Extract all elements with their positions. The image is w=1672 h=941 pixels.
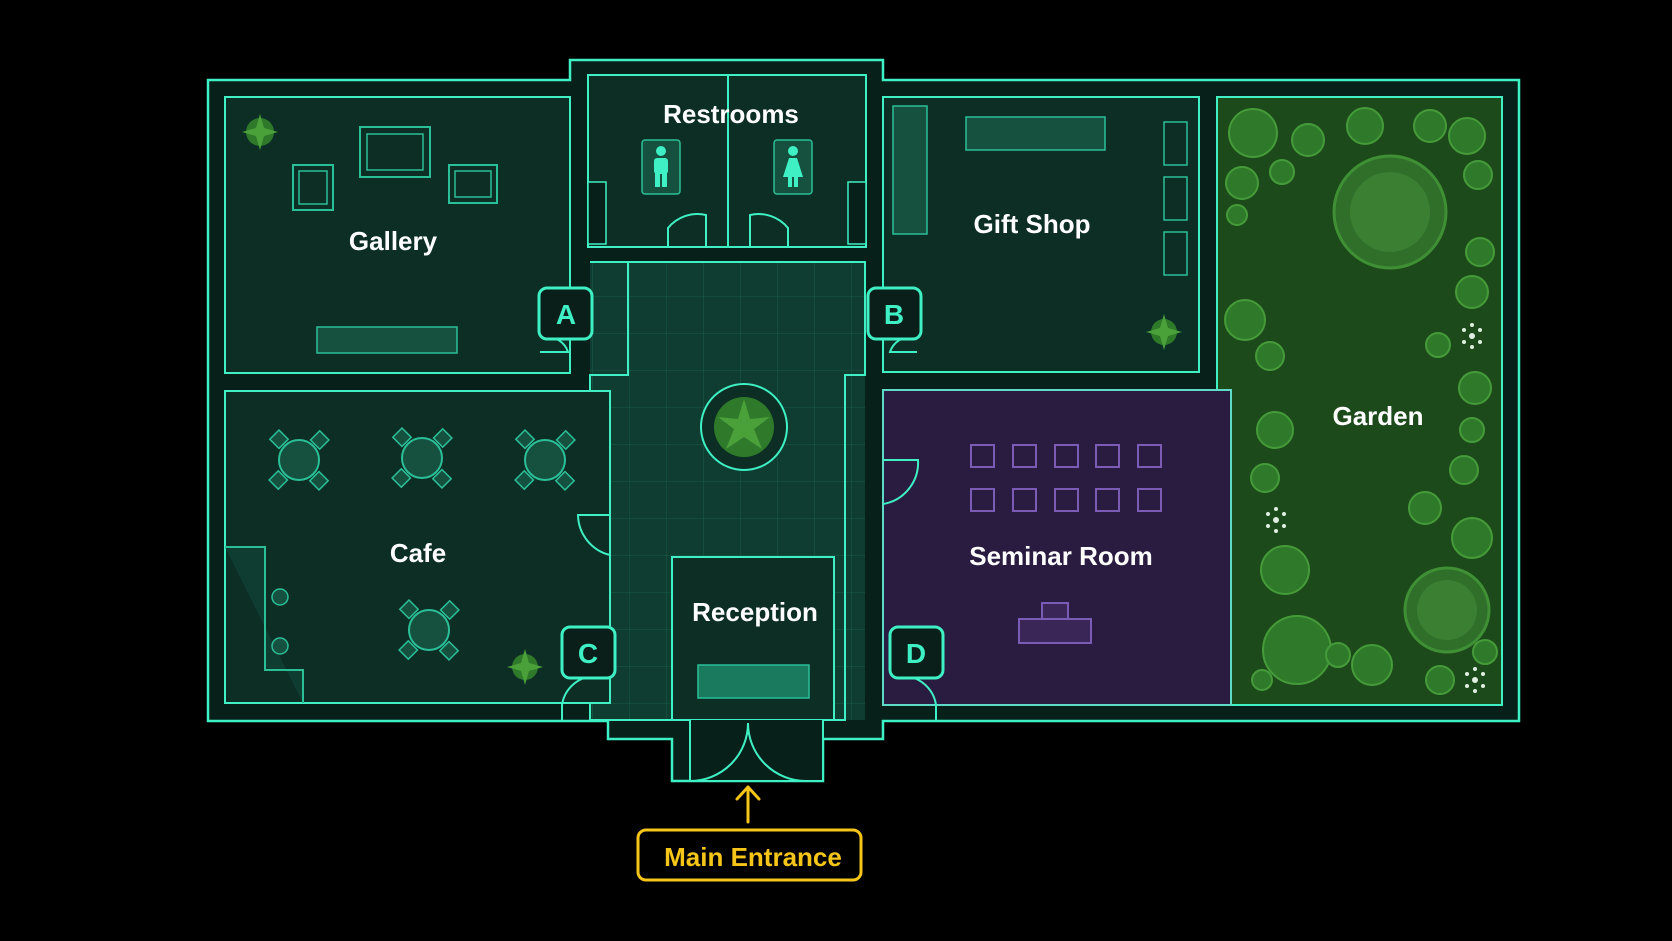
room-label-gift-shop: Gift Shop [974,209,1091,239]
door-marker-c[interactable]: C [560,625,617,680]
display-case [292,164,334,211]
stool [271,637,289,655]
shelf [892,105,928,235]
counter [965,116,1106,151]
tree-icon [1332,154,1448,270]
door-marker-b[interactable]: B [866,286,923,341]
door-marker-a[interactable]: A [537,286,594,341]
room-gallery[interactable]: Gallery [224,96,571,374]
cafe-table [268,429,330,491]
tree-icon [1403,566,1491,654]
podium [1018,602,1092,644]
cafe-table [391,427,453,489]
flower-icon [1266,323,1485,693]
plant-icon [1146,314,1182,350]
shrubs [1224,107,1498,695]
plant-icon [507,649,543,685]
room-label-restrooms: Restrooms [663,99,799,129]
room-cafe[interactable]: Cafe [224,390,611,704]
display-case [359,126,431,178]
room-label-garden: Garden [1332,401,1423,431]
arrow-up-icon [735,785,761,824]
room-label-seminar-room: Seminar Room [969,541,1153,571]
room-label-reception: Reception [692,597,818,627]
bench [316,326,458,354]
door-label-b: B [884,299,904,330]
man-icon [654,146,668,187]
door-label-c: C [578,638,598,669]
display-case [448,164,498,204]
shelf [1163,176,1188,221]
plant-icon [242,114,278,150]
door-marker-d[interactable]: D [888,625,945,680]
room-garden[interactable]: Garden [1216,96,1503,706]
main-entrance-label: Main Entrance [664,842,842,872]
room-gift-shop[interactable]: Gift Shop [882,96,1200,373]
room-label-cafe: Cafe [390,538,446,568]
seating-grid [970,444,1162,512]
shelf [1163,231,1188,276]
shelf [1163,121,1188,166]
reception-desk [697,664,810,699]
room-restrooms[interactable]: Restrooms [587,74,867,248]
door-label-a: A [556,299,576,330]
cafe-table [514,429,576,491]
cafe-table [398,599,460,661]
room-label-gallery: Gallery [349,226,438,256]
woman-icon [783,146,803,187]
main-entrance[interactable]: Main Entrance [636,785,863,882]
stool [271,588,289,606]
central-planter [700,383,788,471]
room-reception[interactable]: Reception [671,556,835,721]
door-label-d: D [906,638,926,669]
